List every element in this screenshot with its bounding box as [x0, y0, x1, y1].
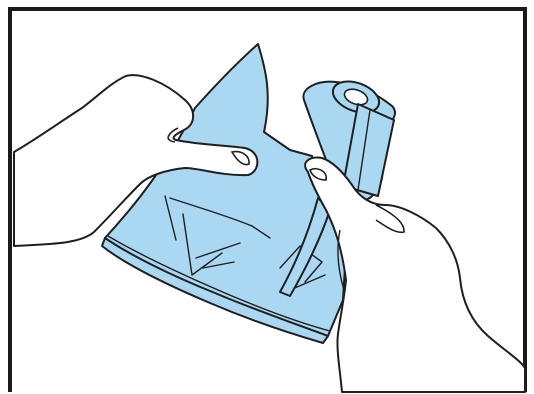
illustration [0, 0, 534, 394]
